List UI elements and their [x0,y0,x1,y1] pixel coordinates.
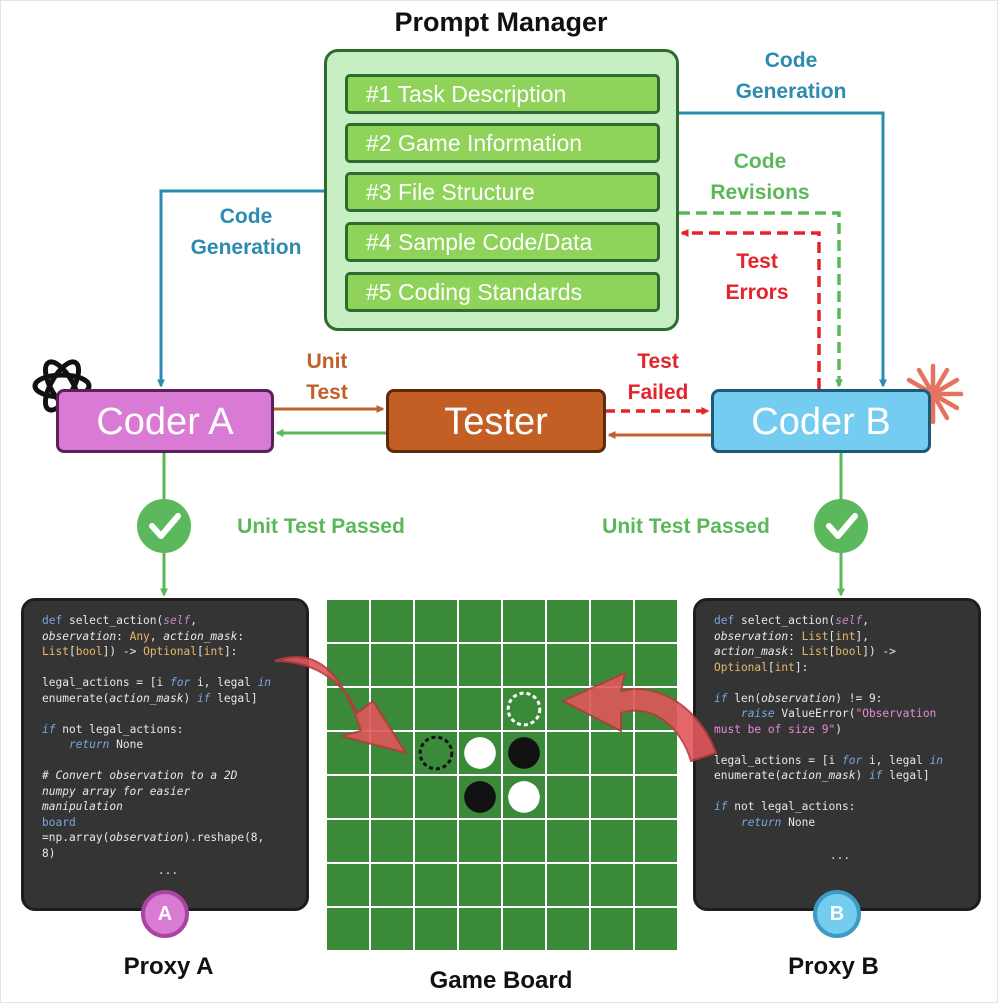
code-ellipsis: ... [829,848,851,862]
prompt-manager-box: #1 Task Description #2 Game Information … [324,49,679,331]
prompt-item-task-description: #1 Task Description [345,74,660,114]
prompt-item-game-information: #2 Game Information [345,123,660,163]
board-piece-white [508,781,540,813]
proxy-b-badge: B [813,890,861,938]
prompt-manager-title: Prompt Manager [394,7,608,37]
proxy-a-badge: A [141,890,189,938]
proxy-a-code-panel: def select_action(self, observation: Any… [21,598,309,911]
proxy-b-label: Proxy B [788,953,879,980]
checkmark-icon [814,499,868,553]
board-grid [326,599,678,951]
board-pieces [418,691,542,813]
coder-a-node: Coder A [56,389,274,453]
board-piece-white [506,691,542,727]
edge-code-generation-right [679,111,887,388]
prompt-item-sample-code: #4 Sample Code/Data [345,222,660,262]
board-piece-black [418,735,454,771]
board-piece-black [508,737,540,769]
label-unit-test-passed-right: Unit Test Passed [602,515,770,538]
tester-node: Tester [386,389,606,453]
game-board-label: Game Board [429,967,573,994]
coder-b-node: Coder B [711,389,931,453]
prompt-item-file-structure: #3 File Structure [345,172,660,212]
checkmark-icon [137,499,191,553]
prompt-item-coding-standards: #5 Coding Standards [345,272,660,312]
edge-test-errors [680,229,821,389]
board-piece-white [464,737,496,769]
proxy-b-code-panel: def select_action(self, observation: Lis… [693,598,981,911]
code-ellipsis: ... [157,864,179,877]
game-board [326,599,678,951]
edge-code-generation-left [157,189,324,388]
label-unit-test-passed-left: Unit Test Passed [237,515,405,538]
proxy-a-label: Proxy A [123,953,214,980]
board-piece-black [464,781,496,813]
edge-code-revisions [679,211,843,388]
